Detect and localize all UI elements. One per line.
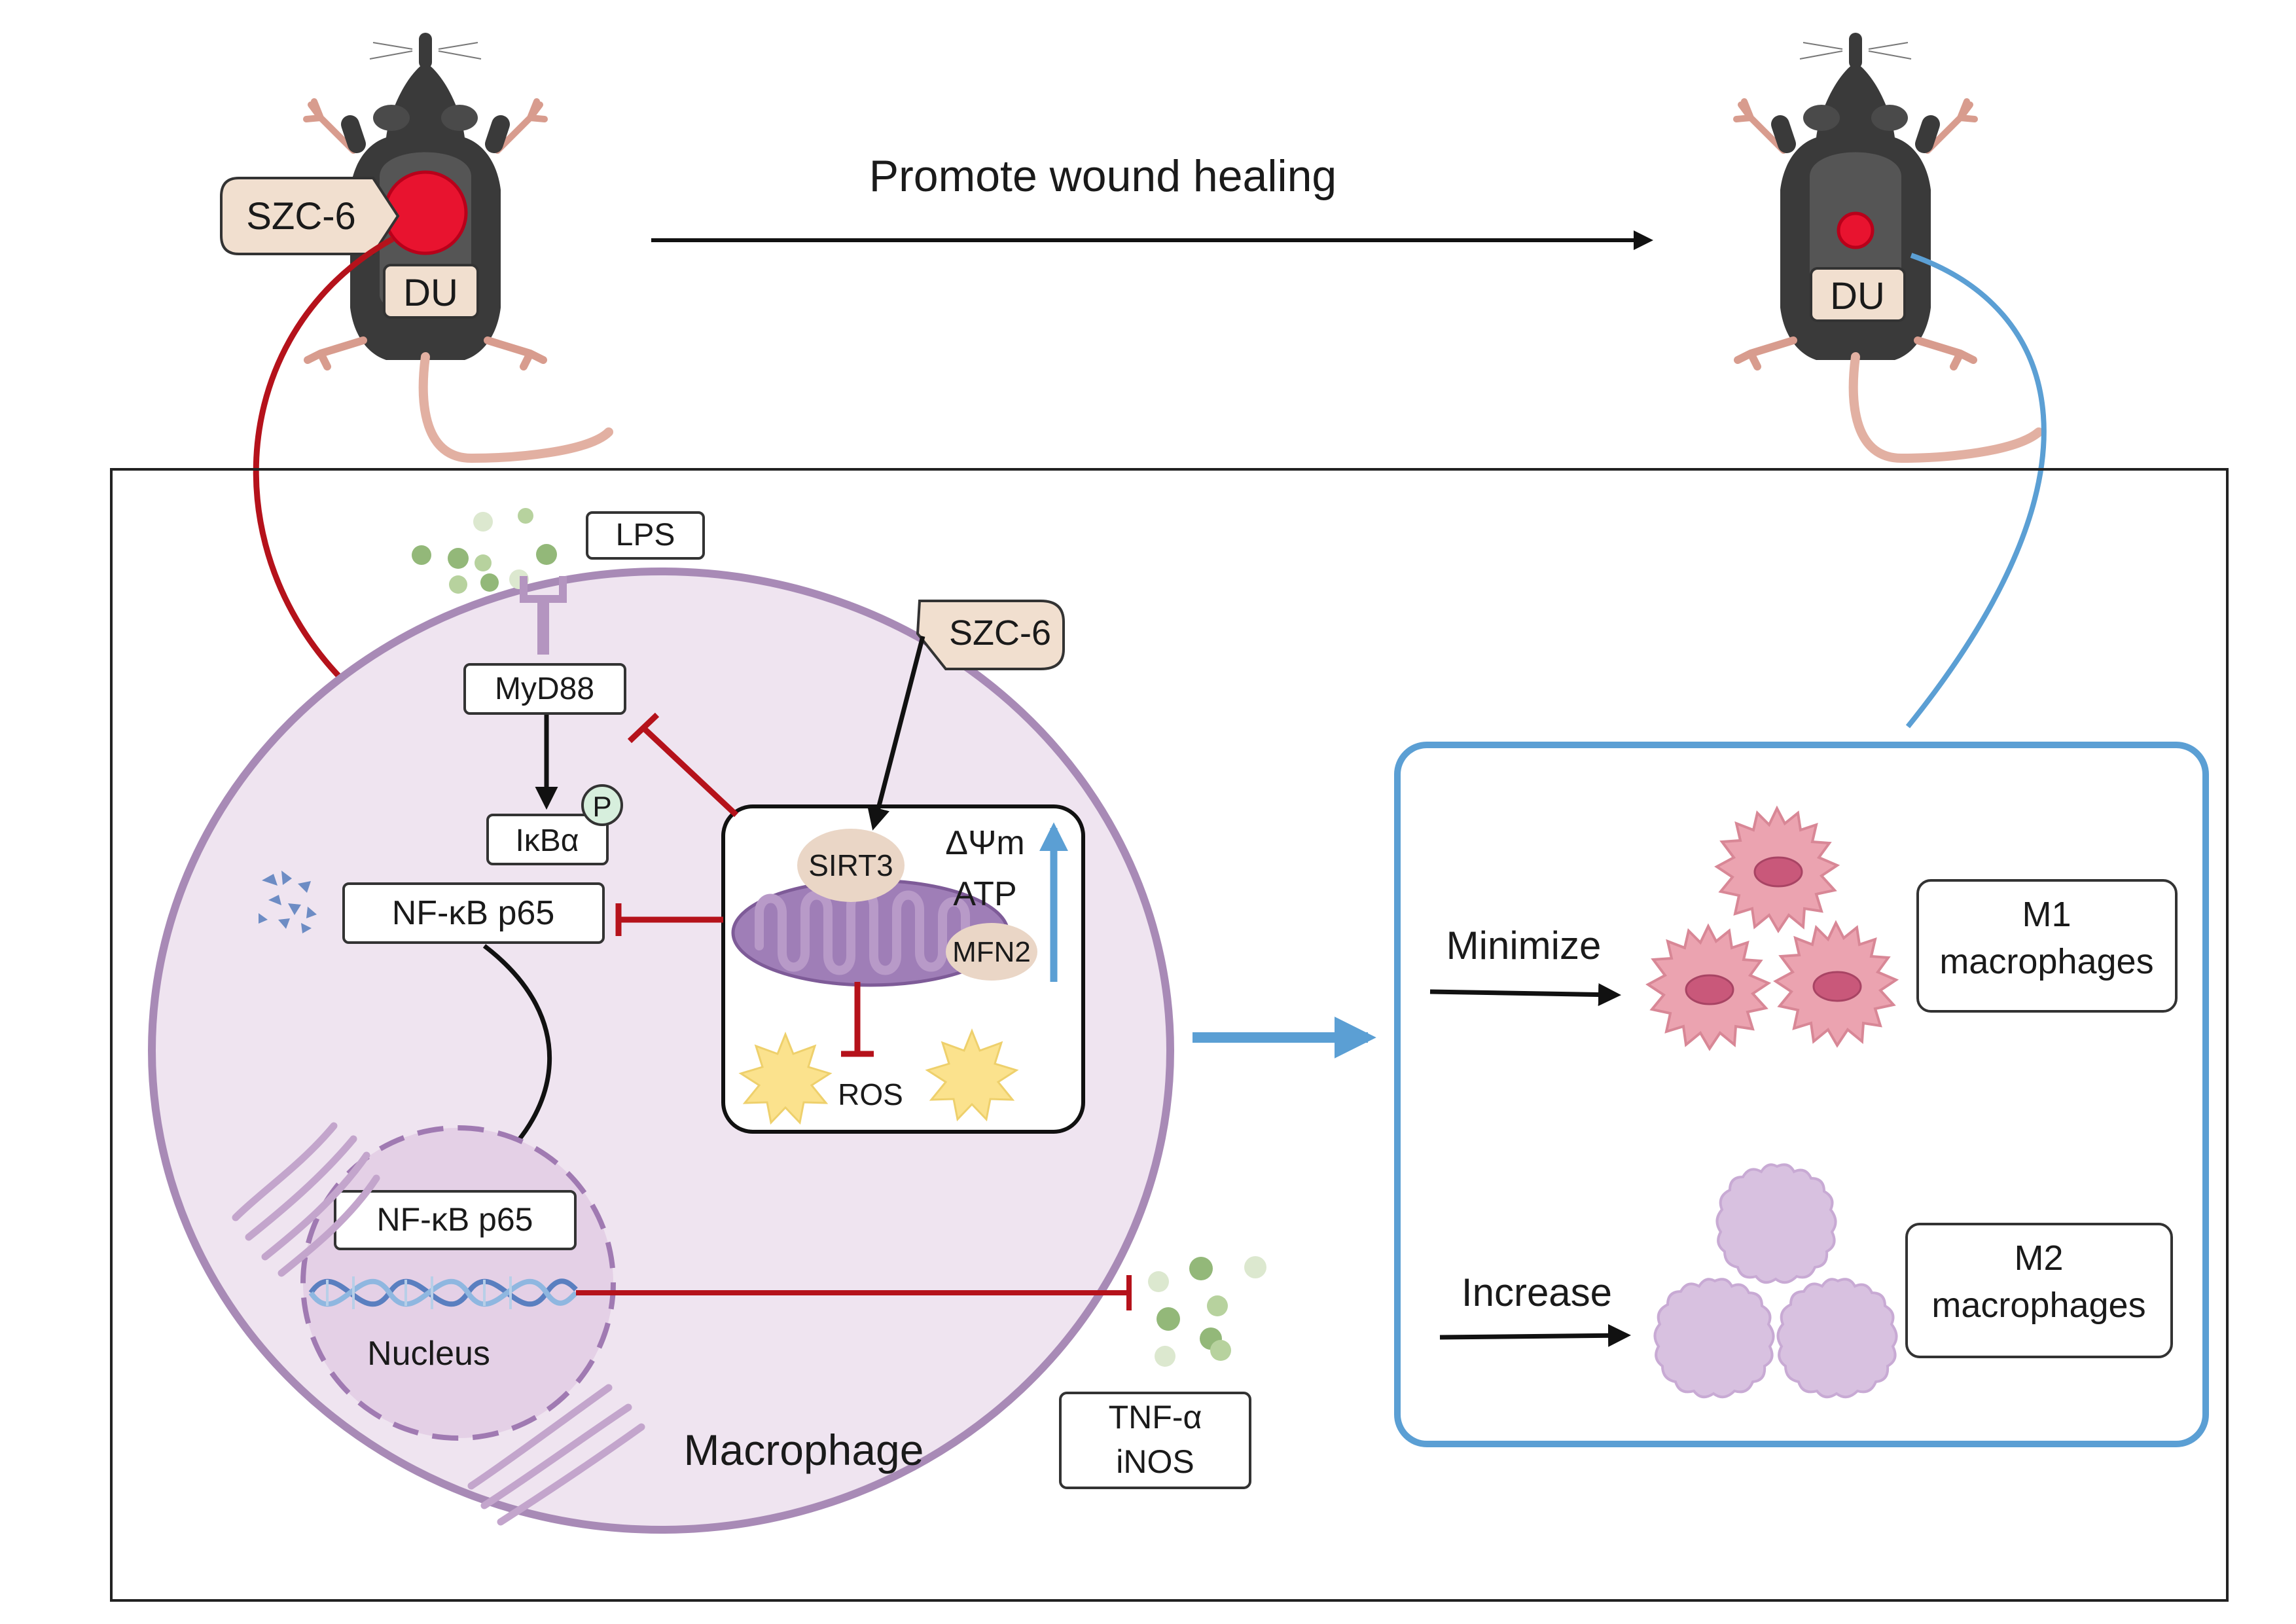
mito-to-myd88-inhibition-bar [627, 712, 660, 744]
golgi-apparatus-upper [232, 1122, 380, 1277]
mito-drug-label: SZC-6 [949, 613, 1051, 653]
cytokine-particles [1148, 1256, 1266, 1367]
ros-label: ROS [838, 1077, 903, 1111]
tlr4-receptor [520, 576, 567, 655]
minimize-label: Minimize [1446, 924, 1602, 967]
sirt3-label: SIRT3 [808, 848, 893, 882]
pathway-frame [110, 468, 2229, 1602]
phospho-badge [581, 784, 623, 826]
wound-label-left-box [383, 264, 479, 319]
ikba-label: IκBα [515, 823, 579, 858]
red-arc-arrow [253, 236, 404, 729]
lps-particles [412, 508, 557, 594]
atp-label: ATP [953, 875, 1016, 913]
nucleus-label: Nucleus [367, 1335, 490, 1373]
drug-tag-label: SZC-6 [246, 195, 356, 238]
m2-line2: macrophages [1931, 1286, 2145, 1325]
macrophage-label: Macrophage [684, 1426, 924, 1474]
drug-tag [220, 177, 400, 255]
myd88-label: MyD88 [495, 672, 594, 706]
ros-burst-right [925, 1028, 1019, 1122]
nfkb-nuclear-box [334, 1190, 577, 1250]
drug-to-sirt3-arrow [867, 636, 925, 831]
nfkb-cyto-label: NF-κB p65 [392, 894, 555, 932]
sirt3-protein [797, 829, 905, 902]
membrane-potential-label: ΔΨm [945, 824, 1025, 862]
increase-arrow [1439, 1324, 1631, 1347]
ikba-box [486, 814, 609, 865]
wound-label-right: DU [1830, 275, 1885, 317]
cytokines-line1: TNF-α [1109, 1399, 1202, 1435]
m1-line1: M1 [2022, 895, 2071, 934]
myd88-box [463, 663, 626, 715]
phospho-label: P [592, 791, 611, 823]
cytokines-line2: iNOS [1116, 1443, 1194, 1480]
dna-helix [308, 1276, 578, 1309]
nfkb-nuclear-label: NF-κB p65 [377, 1201, 533, 1238]
wound-small [1837, 211, 1874, 249]
lps-box [586, 511, 705, 560]
mito-drug-tag [916, 600, 1065, 670]
mouse-tail-left [418, 352, 613, 463]
mouse-tail-right [1848, 352, 2043, 463]
mfn2-protein [946, 923, 1037, 981]
minimize-arrow [1429, 983, 1621, 1007]
mito-to-myd88-inhibition [641, 725, 739, 818]
cytokines-box [1059, 1392, 1251, 1489]
m1-line2: macrophages [1939, 942, 2153, 981]
m2-line1: M2 [2014, 1238, 2063, 1278]
nfkb-cyto-box [342, 882, 605, 944]
golgi-apparatus-lower [467, 1384, 645, 1526]
wound-label-left: DU [403, 272, 458, 314]
ros-burst-left [738, 1031, 833, 1125]
wound-label-right-box [1810, 267, 1906, 322]
m2-box [1905, 1223, 2173, 1358]
degraded-ikba-fragments [259, 871, 317, 933]
increase-label: Increase [1462, 1271, 1612, 1314]
m1-box [1916, 879, 2178, 1013]
promote-label: Promote wound healing [869, 151, 1336, 201]
lps-label: LPS [616, 518, 675, 552]
blue-arc [1905, 253, 2047, 729]
mfn2-label: MFN2 [952, 936, 1031, 968]
